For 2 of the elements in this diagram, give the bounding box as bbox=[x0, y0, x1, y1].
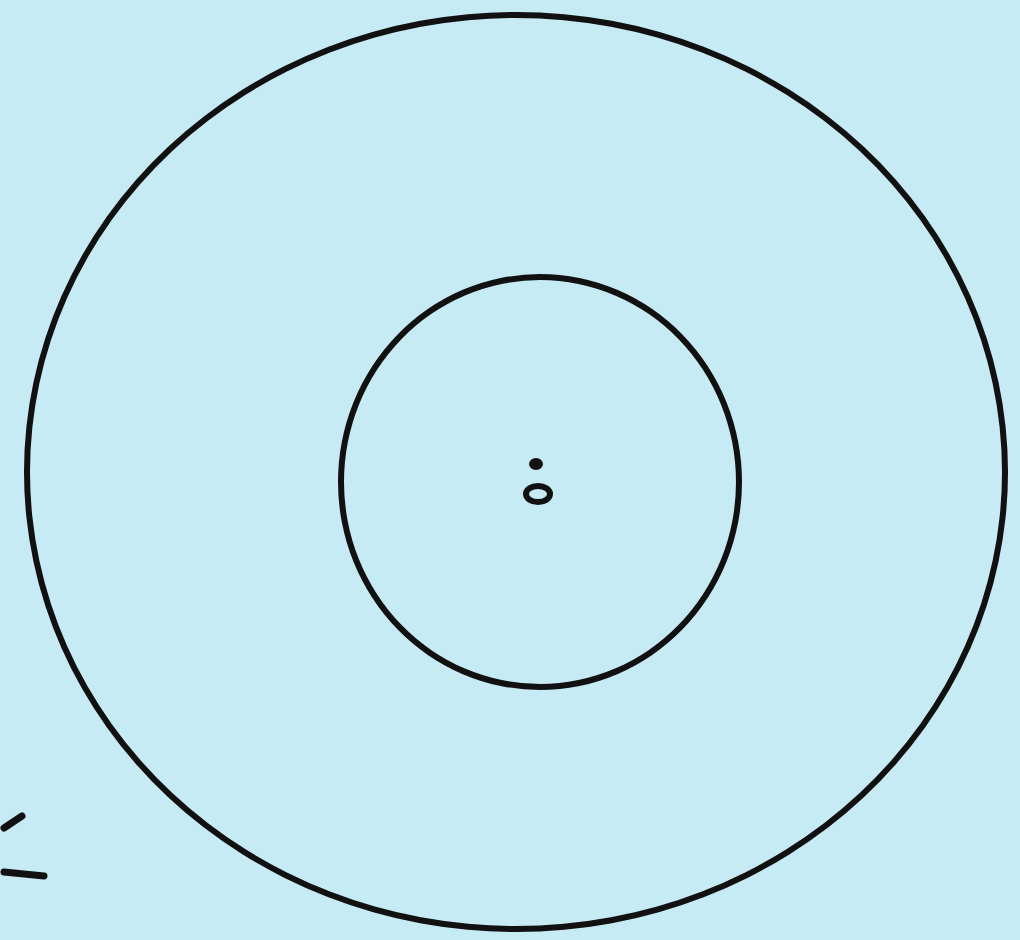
circle-outline bbox=[338, 274, 742, 690]
circle-outline bbox=[24, 12, 1008, 932]
